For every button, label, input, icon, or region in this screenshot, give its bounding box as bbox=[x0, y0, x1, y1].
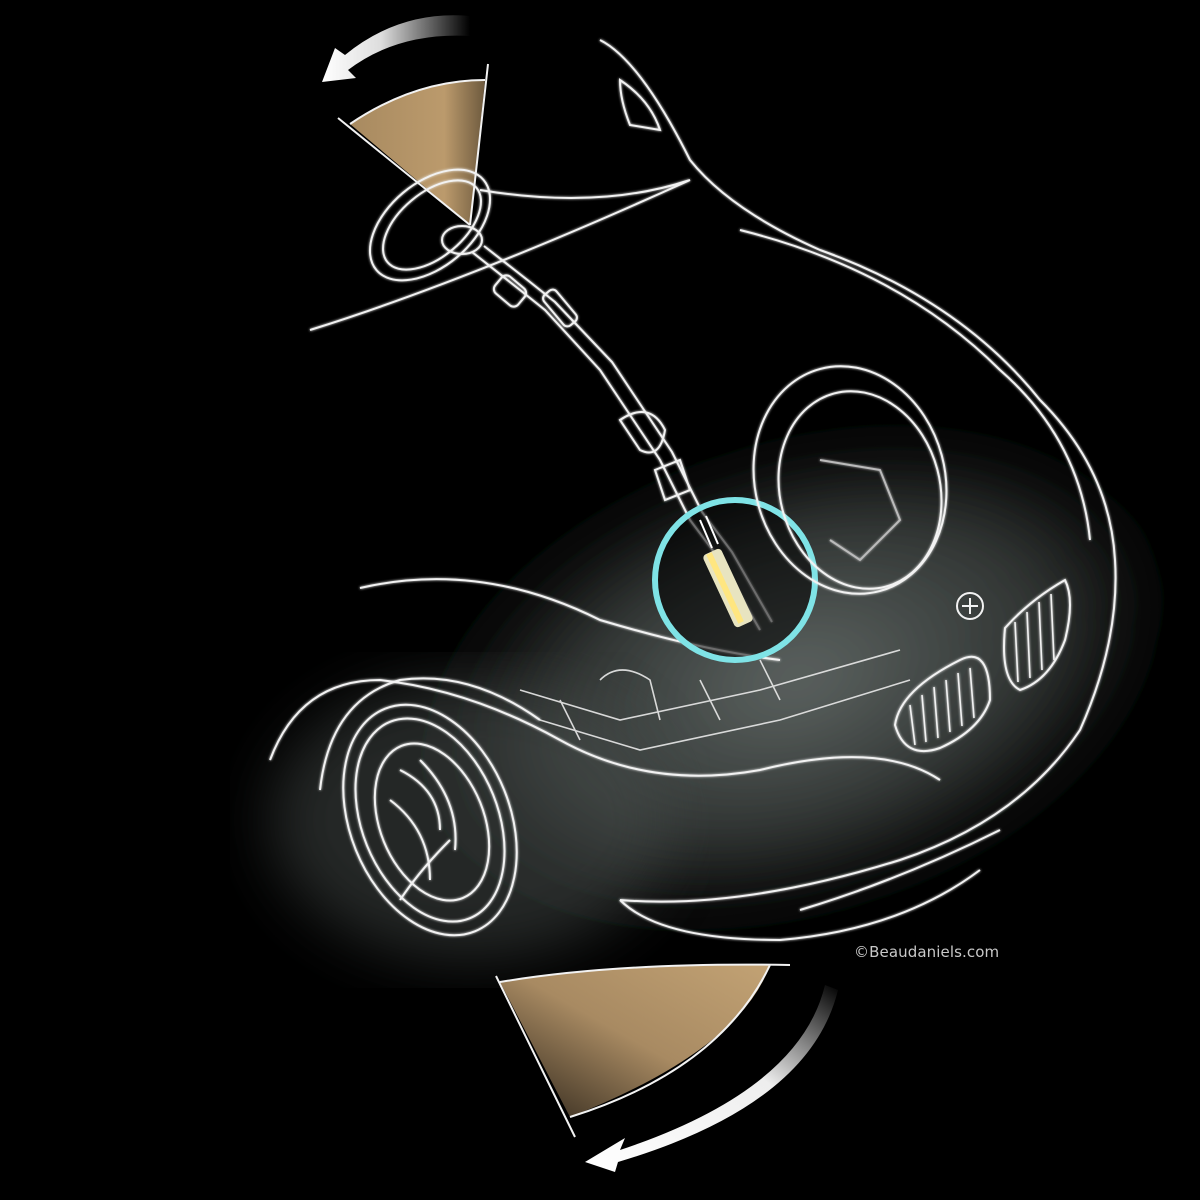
steering-wheel bbox=[368, 168, 492, 282]
car-body-shading bbox=[270, 438, 1148, 960]
copyright-credit: ©Beaudaniels.com bbox=[854, 943, 1000, 961]
front-right-wheel bbox=[752, 365, 948, 595]
steering-wheel-angle-sector bbox=[337, 63, 489, 226]
steering-rack-highlight-circle bbox=[652, 497, 818, 663]
steering-wheel-rotation-arrow bbox=[322, 15, 470, 82]
kidney-grille bbox=[893, 578, 1071, 753]
emblem bbox=[956, 592, 984, 620]
car-outline bbox=[269, 39, 1117, 942]
wheel-angle-sector bbox=[495, 963, 791, 1138]
steering-rack bbox=[519, 649, 911, 751]
front-left-wheel bbox=[319, 677, 541, 937]
wheel-rotation-arrow bbox=[585, 985, 838, 1172]
